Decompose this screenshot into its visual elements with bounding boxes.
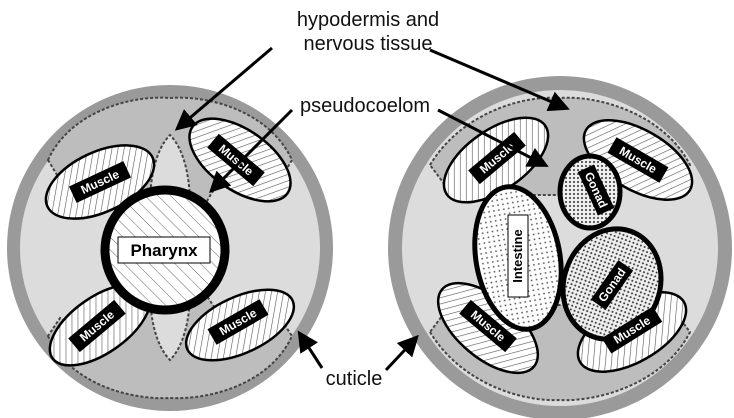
cuticle-label: cuticle [326, 368, 383, 390]
arrow-cuticle-right [386, 338, 416, 370]
pharynx-label: Pharynx [130, 241, 198, 260]
hypodermis-label-line2: nervous tissue [304, 33, 433, 55]
left-cross-section: Pharynx Muscle Muscle Muscle Muscle [7, 85, 333, 411]
intestine-label: Intestine [510, 229, 525, 282]
hypodermis-label-line1: hypodermis and [297, 9, 439, 31]
arrow-cuticle-left [300, 334, 322, 368]
pseudocoelom-label: pseudocoelom [300, 95, 430, 117]
right-cross-section: Intestine Gonad Gonad Muscle Muscle Musc… [388, 76, 732, 418]
